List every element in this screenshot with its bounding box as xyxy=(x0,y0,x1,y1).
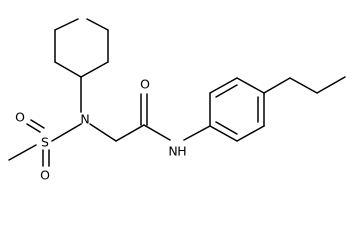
carbonyl-amide-nitrogen-bond xyxy=(143,124,171,141)
cyclohexyl-bond xyxy=(54,18,79,31)
phenyl-bond xyxy=(236,125,265,142)
phenyl-bond xyxy=(209,125,238,142)
phenyl-inner-bond xyxy=(215,84,238,98)
cyclohexyl-bond xyxy=(54,61,82,78)
cyclohexyl-bond xyxy=(80,61,109,78)
amide-nitrogen-phenyl-bond xyxy=(183,125,211,141)
atom-label-o-bottom: O xyxy=(40,168,50,183)
methylene-carbonyl-bond xyxy=(115,124,145,142)
phenyl-bond xyxy=(209,77,238,94)
cyclohexyl-ring xyxy=(54,18,109,78)
nitrogen-sulfur-bond xyxy=(51,123,82,142)
atom-oxygen-sulfonyl-top: O xyxy=(15,110,25,125)
atom-nitrogen-amide: N H xyxy=(168,144,186,159)
atom-label-n-sulfonamide: N xyxy=(80,112,89,127)
chemical-structure: N S O O O N H xyxy=(8,18,346,183)
sulfonyl-double-bond-top xyxy=(26,119,45,133)
atom-oxygen-carbonyl: O xyxy=(140,77,150,92)
carbonyl-double-bond xyxy=(140,93,148,126)
sulfur-methyl-bond xyxy=(8,144,37,161)
phenyl-ring xyxy=(209,77,265,142)
atom-label-o-top: O xyxy=(15,110,25,125)
atom-label-h-amide: H xyxy=(177,144,186,159)
phenyl-inner-bond xyxy=(215,121,238,135)
atom-label-s: S xyxy=(41,135,49,150)
atom-oxygen-sulfonyl-bottom: O xyxy=(40,168,50,183)
atom-sulfur: S xyxy=(41,135,49,150)
atom-label-n-amide: N xyxy=(168,144,177,159)
nitrogen-methylene-bond xyxy=(89,123,117,142)
cyclohexyl-bond xyxy=(86,18,109,31)
atom-nitrogen-sulfonamide: N xyxy=(80,112,89,127)
sulfonyl-double-bond-bottom xyxy=(42,149,50,167)
ethyl-bond xyxy=(289,77,318,94)
phenyl-bond xyxy=(236,77,265,94)
phenyl-ethyl-bond xyxy=(263,77,291,94)
atom-label-o-carbonyl: O xyxy=(140,77,150,92)
ethyl-bond xyxy=(316,76,346,94)
